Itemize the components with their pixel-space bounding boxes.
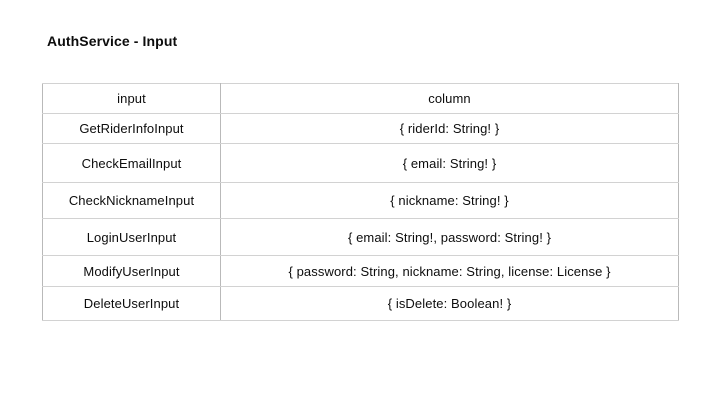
table-header-row: input column [42,83,679,114]
column-cell: { riderId: String! } [220,113,679,144]
page-title: AuthService - Input [47,33,178,49]
table-row: CheckEmailInput { email: String! } [42,143,679,183]
input-cell: CheckEmailInput [42,143,221,183]
column-cell: { isDelete: Boolean! } [220,286,679,321]
table-row: DeleteUserInput { isDelete: Boolean! } [42,286,679,321]
header-cell-input: input [42,83,221,114]
column-cell: { password: String, nickname: String, li… [220,255,679,287]
table-row: LoginUserInput { email: String!, passwor… [42,218,679,256]
column-cell: { email: String! } [220,143,679,183]
input-cell: DeleteUserInput [42,286,221,321]
table-row: GetRiderInfoInput { riderId: String! } [42,113,679,144]
column-cell: { email: String!, password: String! } [220,218,679,256]
input-cell: LoginUserInput [42,218,221,256]
table-row: CheckNicknameInput { nickname: String! } [42,182,679,219]
input-cell: ModifyUserInput [42,255,221,287]
column-cell: { nickname: String! } [220,182,679,219]
input-cell: GetRiderInfoInput [42,113,221,144]
input-cell: CheckNicknameInput [42,182,221,219]
auth-service-input-table: input column GetRiderInfoInput { riderId… [42,83,679,321]
table-row: ModifyUserInput { password: String, nick… [42,255,679,287]
header-cell-column: column [220,83,679,114]
